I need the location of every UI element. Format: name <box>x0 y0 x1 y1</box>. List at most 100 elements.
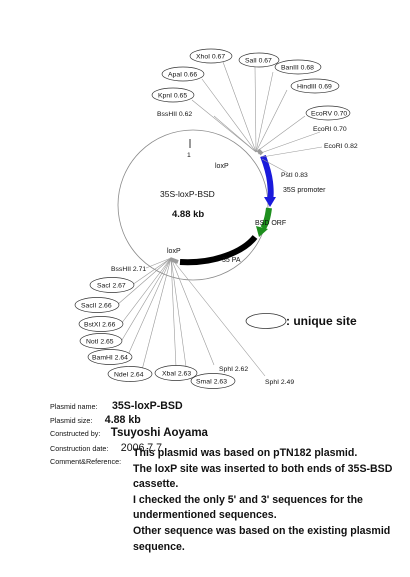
unique-site-ellipse <box>238 52 280 68</box>
feature-arc-35s-promoter <box>260 154 274 200</box>
unique-site-ellipse <box>290 78 340 94</box>
site-bamhi: BamHI 2.64 <box>87 349 133 365</box>
site-label: EcoRI 0.70 <box>313 126 347 133</box>
unique-site-ellipse <box>151 87 195 103</box>
plasmid-map: 1 loxP 35S promoter BSD ORF 35 PA loxP 3… <box>74 48 358 389</box>
site-label: SacI 2.67 <box>97 283 126 290</box>
site-sacii: SacII 2.66 <box>74 297 120 313</box>
unique-site-ellipse <box>274 59 322 75</box>
site-leaders-bottom <box>116 257 266 377</box>
site-label: XbaI 2.63 <box>162 371 191 378</box>
unique-site-ellipse <box>154 365 198 381</box>
info-row-comment: Comment&Reference: <box>50 451 121 469</box>
legend-ellipse <box>245 313 287 329</box>
site-label: XhoI 0.67 <box>196 54 225 61</box>
site-xbai: XbaI 2.63 <box>154 365 198 381</box>
site-label: SacII 2.66 <box>81 303 112 310</box>
site-ecori-1: EcoRI 0.70 <box>313 126 347 133</box>
site-label: SphI 2.62 <box>219 366 248 373</box>
site-label: EcoRI 0.82 <box>324 143 358 150</box>
site-hindiii: HindIII 0.69 <box>290 78 340 94</box>
feature-label-35s-promoter: 35S promoter <box>283 187 326 194</box>
site-label: PstI 0.83 <box>281 172 308 179</box>
site-label: BamHI 2.64 <box>92 355 128 362</box>
feature-label-loxp-1: loxP <box>215 163 229 170</box>
site-leaders-top <box>191 61 323 174</box>
site-label: NotI 2.65 <box>86 339 114 346</box>
site-baniii: BanIII 0.68 <box>274 59 322 75</box>
site-label: SphI 2.49 <box>265 379 294 386</box>
site-label: BssHII 0.62 <box>157 111 192 118</box>
site-label: SalI 0.67 <box>245 58 272 65</box>
info-constructed-label: Constructed by: <box>50 429 101 438</box>
comment-line: Other sequence was based on the existing… <box>133 524 391 537</box>
center-plasmid-size: 4.88 kb <box>172 209 204 220</box>
site-bstxi: BstXI 2.66 <box>78 316 124 332</box>
info-constructed-value: Tsuyoshi Aoyama <box>110 427 208 439</box>
feature-label-35-pa: 35 PA <box>222 257 241 264</box>
unique-site-ellipse <box>74 297 120 313</box>
info-row-constructed: Constructed by: Tsuyoshi Aoyama <box>50 423 208 441</box>
info-size-value: 4.88 kb <box>104 414 141 426</box>
unique-site-ellipse <box>78 316 124 332</box>
site-noti: NotI 2.65 <box>79 333 123 349</box>
unique-site-ellipse <box>87 349 133 365</box>
info-row-size: Plasmid size: 4.88 kb <box>50 410 141 428</box>
unique-site-ellipse <box>190 373 236 389</box>
site-label: BstXI 2.66 <box>84 322 116 329</box>
unique-site-ellipse <box>189 48 233 64</box>
site-ecorv: EcoRV 0.70 <box>305 105 351 121</box>
site-sphi-2: SphI 2.49 <box>265 379 294 386</box>
legend: : unique site <box>245 313 357 329</box>
unique-site-ellipse <box>79 333 123 349</box>
center-plasmid-name: 35S-loxP-BSD <box>160 189 215 199</box>
comment-line: cassette. <box>133 478 179 491</box>
info-row-date: Construction date: 2006.7.7 <box>50 438 162 456</box>
feature-label-loxp-2: loxP <box>167 248 181 255</box>
feature-arc-35-pa <box>179 234 258 266</box>
feature-arrow-35s-promoter <box>264 197 276 207</box>
comment-line: undermentioned sequences. <box>133 509 277 522</box>
info-size-label: Plasmid size: <box>50 416 93 425</box>
site-ecori-2: EcoRI 0.82 <box>324 143 358 150</box>
site-sphi-1: SphI 2.62 <box>219 366 248 373</box>
comment-line: The loxP site was inserted to both ends … <box>133 462 393 475</box>
site-psti: PstI 0.83 <box>281 172 308 179</box>
site-apai: ApaI 0.66 <box>161 66 205 82</box>
legend-label: : unique site <box>286 314 357 328</box>
site-label: BssHII 2.71 <box>111 266 146 273</box>
site-label: HindIII 0.69 <box>297 84 332 91</box>
info-name-label: Plasmid name: <box>50 402 98 411</box>
site-label: NdeI 2.64 <box>114 372 144 379</box>
plasmid-backbone <box>117 129 269 281</box>
unique-site-ellipse <box>161 66 205 82</box>
site-saci: SacI 2.67 <box>89 277 135 293</box>
info-date-value: 2006.7.7 <box>120 442 163 454</box>
feature-arc-loxp-1 <box>256 148 264 156</box>
info-date-label: Construction date: <box>50 444 109 453</box>
info-name-value: 35S-loxP-BSD <box>112 400 183 412</box>
comment-line: sequence. <box>133 540 185 553</box>
site-bsshii-1: BssHII 0.62 <box>157 111 192 118</box>
site-smai: SmaI 2.63 <box>190 373 236 389</box>
feature-label-bsd-orf: BSD ORF <box>255 220 286 227</box>
site-sali: SalI 0.67 <box>238 52 280 68</box>
site-label: EcoRV 0.70 <box>311 111 347 118</box>
comment-line: I checked the only 5' and 3' sequences f… <box>133 493 363 506</box>
unique-site-ellipse <box>305 105 351 121</box>
site-ndei: NdeI 2.64 <box>107 366 153 382</box>
comment-line: This plasmid was based on pTN182 plasmid… <box>133 447 358 459</box>
site-label: BanIII 0.68 <box>281 65 314 72</box>
site-kpni: KpnI 0.65 <box>151 87 195 103</box>
site-label: KpnI 0.65 <box>158 93 187 100</box>
origin-label: 1 <box>187 152 191 159</box>
site-label: SmaI 2.63 <box>196 379 227 386</box>
feature-arc-bsd-orf <box>260 207 272 230</box>
feature-arcs <box>169 148 276 266</box>
site-label: ApaI 0.66 <box>168 72 197 79</box>
unique-site-ellipse <box>107 366 153 382</box>
site-bsshii-2: BssHII 2.71 <box>111 266 146 273</box>
site-xhoi: XhoI 0.67 <box>189 48 233 64</box>
unique-site-ellipse <box>89 277 135 293</box>
feature-arrow-bsd-orf <box>256 226 268 237</box>
